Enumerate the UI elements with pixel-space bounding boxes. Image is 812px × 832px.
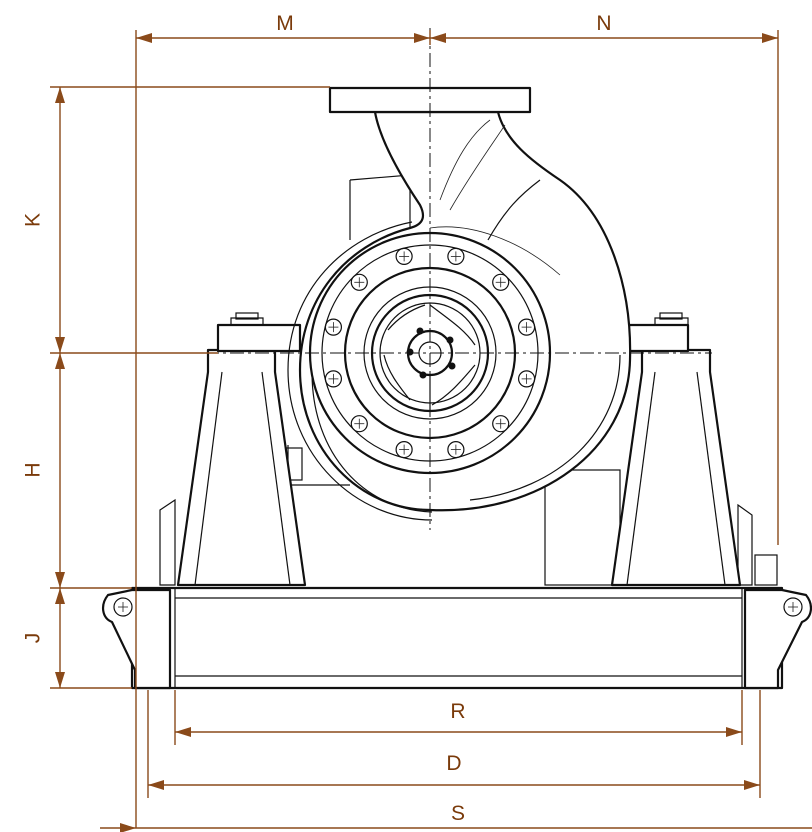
label-K: K [22, 213, 45, 227]
dimension-M [136, 33, 430, 43]
pump-outline [102, 28, 812, 690]
bolt-hole [324, 370, 343, 388]
label-M: M [276, 12, 294, 35]
left-pedestal [176, 312, 307, 587]
base-plate [102, 586, 812, 690]
label-R: R [450, 700, 465, 723]
label-N: N [596, 12, 611, 35]
dimension-J [55, 588, 65, 688]
label-S: S [451, 802, 465, 825]
right-pedestal [604, 312, 742, 587]
bolt-holes [324, 247, 536, 459]
dimensions: M N K H J R D S [22, 12, 812, 832]
bolt-hole [324, 318, 343, 336]
dimension-S [120, 823, 136, 832]
dimension-K [55, 87, 65, 353]
bolt-hole [350, 415, 368, 433]
dimension-R [175, 727, 742, 737]
bolt-hole [517, 318, 536, 336]
bolt-hole [492, 415, 510, 433]
bolt-hole [350, 273, 368, 291]
dimension-N [430, 33, 778, 43]
bolt-hole [395, 247, 413, 266]
bolt-hole [447, 247, 465, 266]
bolt-hole [517, 370, 536, 388]
label-H: H [22, 462, 45, 477]
label-D: D [446, 752, 461, 775]
label-J: J [22, 633, 45, 644]
bolt-hole [395, 440, 413, 459]
bolt-hole [447, 440, 465, 459]
dimension-D [148, 780, 760, 790]
bolt-hole [492, 273, 510, 291]
dimension-H [55, 353, 65, 588]
